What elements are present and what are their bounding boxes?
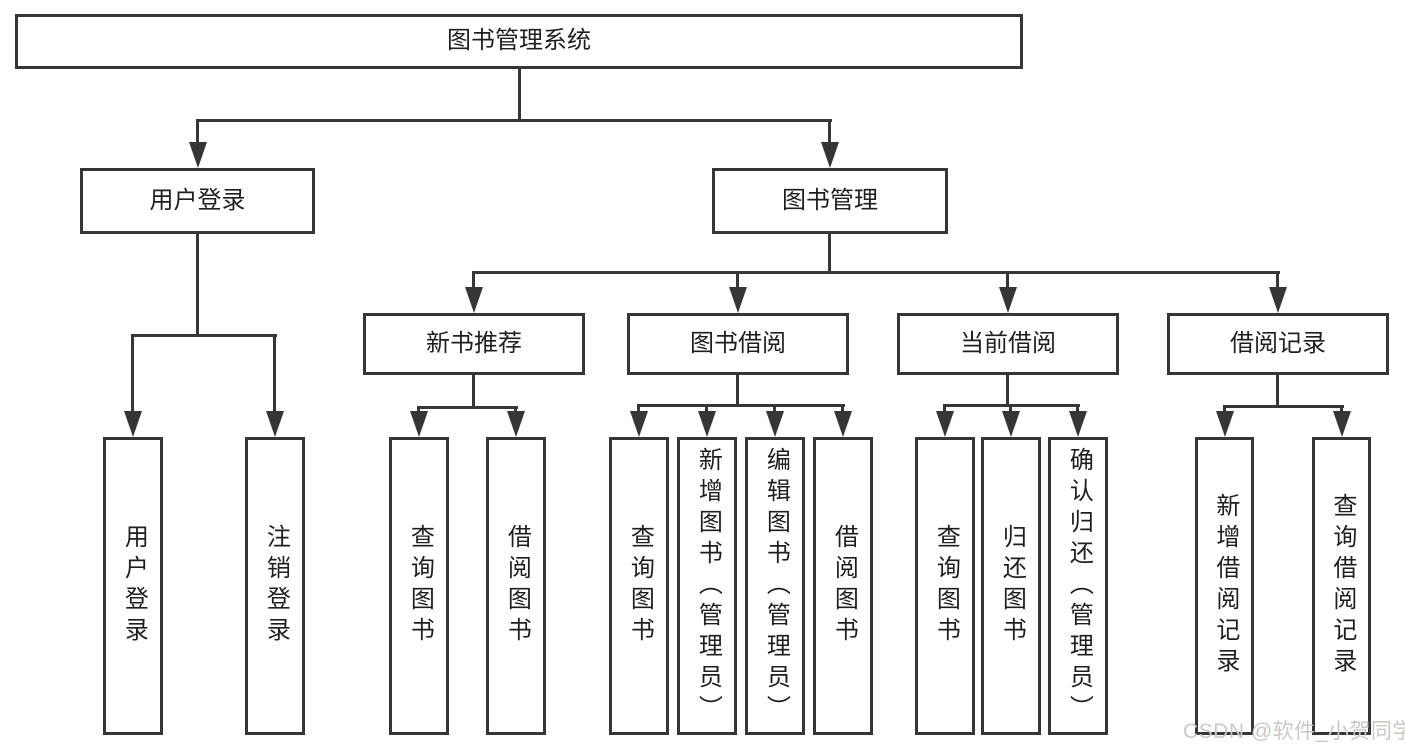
node-label: 借阅图书 — [830, 524, 858, 648]
node-label: 新增借阅记录 — [1211, 493, 1239, 679]
arrowhead-down — [729, 287, 747, 313]
connector-line — [773, 404, 776, 414]
node-label: 当前借阅 — [960, 329, 1056, 357]
connector-line — [196, 119, 199, 146]
connector-line — [1276, 375, 1279, 407]
node-label: 查询借阅记录 — [1328, 493, 1356, 679]
node-root: 图书管理系统 — [15, 14, 1023, 69]
arrowhead-down — [936, 411, 954, 437]
connector-line — [131, 334, 134, 414]
node-query-books-2: 查询图书 — [609, 437, 669, 735]
node-borrow-records: 借阅记录 — [1167, 313, 1389, 375]
connector-line — [417, 406, 518, 409]
node-add-borrow-record: 新增借阅记录 — [1195, 437, 1254, 735]
node-label: 用户登录 — [149, 186, 246, 214]
connector-line — [1006, 271, 1009, 291]
node-query-borrow-record: 查询借阅记录 — [1312, 437, 1371, 735]
node-query-books-3: 查询图书 — [915, 437, 975, 735]
connector-line — [736, 375, 739, 406]
node-label: 新书推荐 — [426, 329, 522, 357]
connector-line — [472, 271, 475, 291]
node-label: 图书借阅 — [690, 329, 786, 357]
connector-line — [828, 119, 831, 146]
arrowhead-down — [189, 142, 207, 168]
connector-line — [514, 406, 517, 414]
node-book-mgmt: 图书管理 — [712, 168, 948, 234]
connector-line — [1006, 375, 1009, 406]
node-borrow-books-1: 借阅图书 — [486, 437, 546, 735]
connector-line — [1009, 404, 1012, 414]
arrowhead-down — [1002, 411, 1020, 437]
arrowhead-down — [821, 142, 839, 168]
node-label: 借阅图书 — [503, 524, 531, 648]
arrowhead-down — [1269, 287, 1287, 313]
node-add-books: 新增图书（管理员） — [677, 437, 737, 735]
connector-line — [1276, 271, 1279, 291]
node-label: 查询图书 — [932, 524, 960, 648]
node-borrow-books-2: 借阅图书 — [813, 437, 873, 735]
connector-line — [131, 334, 277, 337]
arrowhead-down — [1069, 411, 1087, 437]
node-label: 编辑图书（管理员） — [762, 446, 790, 726]
node-label: 图书管理系统 — [447, 27, 591, 55]
watermark: CSDN @软件_小贺同学 — [1183, 720, 1405, 743]
node-label: 图书管理 — [782, 186, 878, 214]
arrowhead-down — [834, 411, 852, 437]
node-label: 归还图书 — [998, 524, 1026, 648]
arrowhead-down — [630, 411, 648, 437]
arrowhead-down — [698, 411, 716, 437]
arrowhead-down — [999, 287, 1017, 313]
connector-line — [273, 334, 276, 414]
node-label: 注销登录 — [262, 524, 290, 648]
node-label: 确认归还（管理员） — [1065, 446, 1093, 726]
node-user-login: 用户登录 — [80, 168, 315, 234]
node-label: 用户登录 — [120, 524, 148, 648]
arrowhead-down — [124, 411, 142, 437]
arrowhead-down — [507, 411, 525, 437]
node-query-books-1: 查询图书 — [389, 437, 449, 735]
connector-line — [196, 119, 832, 122]
connector-line — [518, 69, 521, 121]
node-logout: 注销登录 — [245, 437, 305, 735]
node-confirm-return: 确认归还（管理员） — [1048, 437, 1108, 735]
connector-line — [841, 404, 844, 414]
arrowhead-down — [410, 411, 428, 437]
arrowhead-down — [1216, 411, 1234, 437]
connector-line — [736, 271, 739, 291]
connector-line — [196, 234, 199, 336]
connector-line — [637, 404, 640, 414]
node-login: 用户登录 — [103, 437, 163, 735]
node-label: 借阅记录 — [1230, 329, 1326, 357]
arrowhead-down — [1333, 411, 1351, 437]
node-return-books: 归还图书 — [981, 437, 1041, 735]
connector-line — [828, 234, 831, 274]
node-book-borrow: 图书借阅 — [627, 313, 849, 375]
connector-line — [1340, 405, 1343, 414]
arrowhead-down — [266, 411, 284, 437]
connector-line — [417, 406, 420, 414]
node-label: 新增图书（管理员） — [694, 446, 722, 726]
node-label: 查询图书 — [626, 524, 654, 648]
connector-line — [472, 375, 475, 408]
connector-line — [1223, 405, 1226, 414]
connector-line — [705, 404, 708, 414]
node-new-book-rec: 新书推荐 — [363, 313, 585, 375]
connector-line — [637, 404, 845, 407]
node-label: 查询图书 — [406, 524, 434, 648]
node-edit-books: 编辑图书（管理员） — [745, 437, 805, 735]
connector-line — [943, 404, 946, 414]
connector-line — [1223, 405, 1344, 408]
arrowhead-down — [766, 411, 784, 437]
connector-line — [1076, 404, 1079, 414]
connector-line — [472, 271, 1280, 274]
node-current-borrow: 当前借阅 — [897, 313, 1119, 375]
arrowhead-down — [465, 287, 483, 313]
